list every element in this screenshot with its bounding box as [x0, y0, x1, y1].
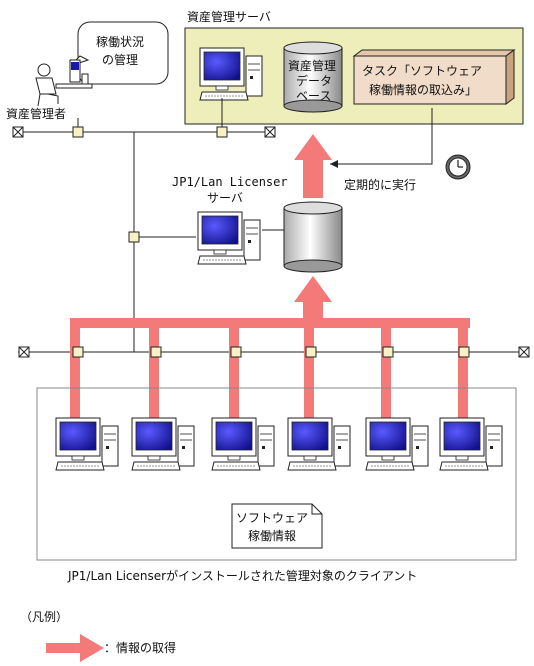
- connector-node: [305, 346, 317, 358]
- connector-node: [382, 346, 394, 358]
- client-pc-icon: [287, 417, 351, 471]
- asset-server-title: 資産管理サーバ: [187, 9, 271, 24]
- data-flow-arrows: [70, 134, 470, 418]
- balloon-line1: 稼働状況: [96, 34, 144, 49]
- connector-node: [458, 346, 470, 358]
- connector-node: [150, 346, 162, 358]
- database-label-line3: ベース: [296, 89, 331, 103]
- admin-label: 資産管理者: [6, 106, 66, 121]
- task-label-line1: タスク「ソフトウェア: [362, 64, 482, 78]
- connector-node: [72, 126, 84, 138]
- client-pc-icon: [211, 417, 275, 471]
- connector-node: [128, 231, 140, 243]
- client-pc-icon: [439, 417, 503, 471]
- client-pc-icon: [365, 417, 429, 471]
- note-line1: ソフトウェア: [236, 511, 308, 525]
- legend-arrow-label: ：情報の取得: [104, 640, 176, 655]
- terminator-icon: [264, 126, 276, 138]
- note-document-icon: [231, 503, 323, 549]
- task-label-line2: 稼働情報の取込み」: [369, 82, 477, 97]
- collect-arrow: [294, 276, 332, 326]
- asset-management-server-group: 資産管理サーバ 資産管理 データ ベース タスク「ソフトウェア 稼働情報の取込み…: [184, 9, 524, 125]
- database-label-line1: 資産管理: [288, 58, 336, 73]
- connector-node: [216, 126, 228, 138]
- note-line2: 稼働情報: [248, 528, 296, 543]
- database-label-line2: データ: [296, 73, 332, 88]
- client-pc-icon: [131, 417, 195, 471]
- terminator-icon: [518, 346, 530, 358]
- clients-caption: JP1/Lan Licenserがインストールされた管理対象のクライアント: [67, 568, 417, 583]
- client-pc-icon: [55, 417, 119, 471]
- asset-database-icon: [283, 41, 343, 113]
- licenser-database-icon: [283, 201, 343, 273]
- connector-node: [230, 346, 242, 358]
- upload-arrow: [294, 134, 332, 198]
- licenser-server-pc-icon: [197, 211, 261, 265]
- legend-arrow-icon: [46, 634, 104, 662]
- schedule-label: 定期的に実行: [344, 177, 416, 192]
- licenser-server-label-line1: JP1/Lan Licenser: [172, 175, 288, 189]
- task-box: [352, 49, 516, 105]
- asset-server-pc-icon: [199, 47, 263, 101]
- clients-box: [36, 387, 517, 561]
- administrator-icon: [35, 59, 93, 107]
- connector-node: [72, 346, 84, 358]
- schedule-arrow: [330, 108, 433, 168]
- terminator-icon: [12, 126, 24, 138]
- terminator-icon: [18, 346, 30, 358]
- licenser-server-label-line2: サーバ: [207, 191, 243, 205]
- legend-title: （凡例）: [20, 610, 68, 624]
- clock-icon: [445, 154, 471, 180]
- collection-bus: [70, 318, 470, 328]
- balloon-line2: の管理: [102, 52, 138, 67]
